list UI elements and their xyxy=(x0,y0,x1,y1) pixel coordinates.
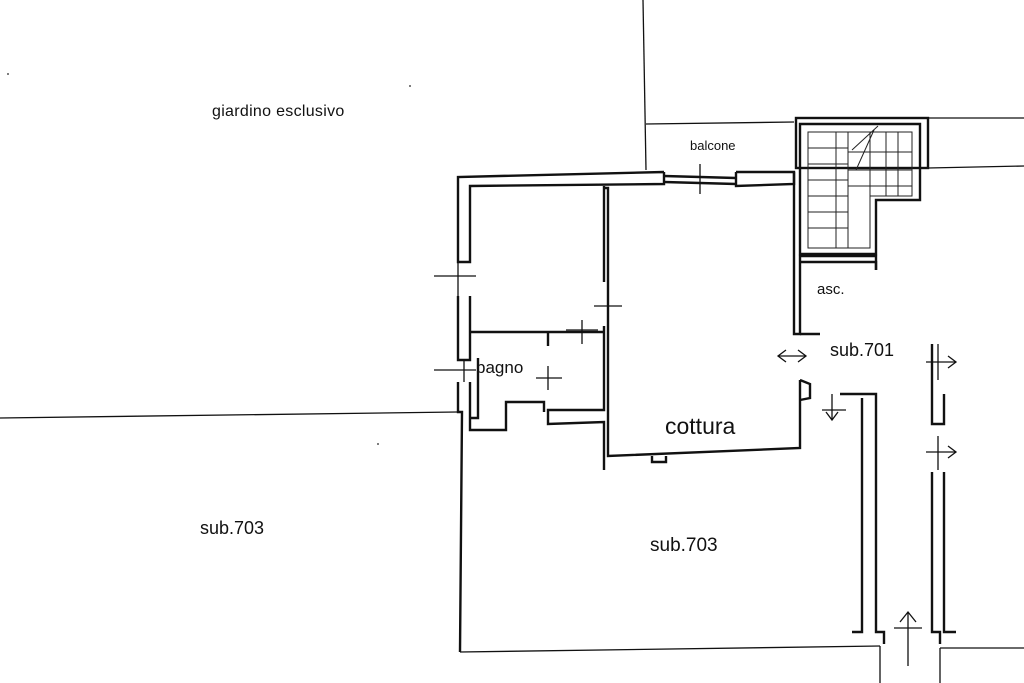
door-markers xyxy=(434,164,958,666)
scan-dots xyxy=(7,73,411,445)
label-garden: giardino esclusivo xyxy=(212,103,345,120)
label-sub703-left: sub.703 xyxy=(200,518,265,538)
label-sub703-center: sub.703 xyxy=(650,535,718,556)
corridor-walls xyxy=(799,332,956,644)
label-sub701: sub.701 xyxy=(830,340,895,360)
exterior-walls xyxy=(456,170,878,653)
label-balcony: balcone xyxy=(690,138,736,153)
label-bathroom: bagno xyxy=(476,358,524,377)
staircase xyxy=(794,116,930,256)
elevator-shaft xyxy=(800,260,878,270)
label-elevator: asc. xyxy=(817,281,845,298)
label-kitchen: cottura xyxy=(665,413,736,439)
